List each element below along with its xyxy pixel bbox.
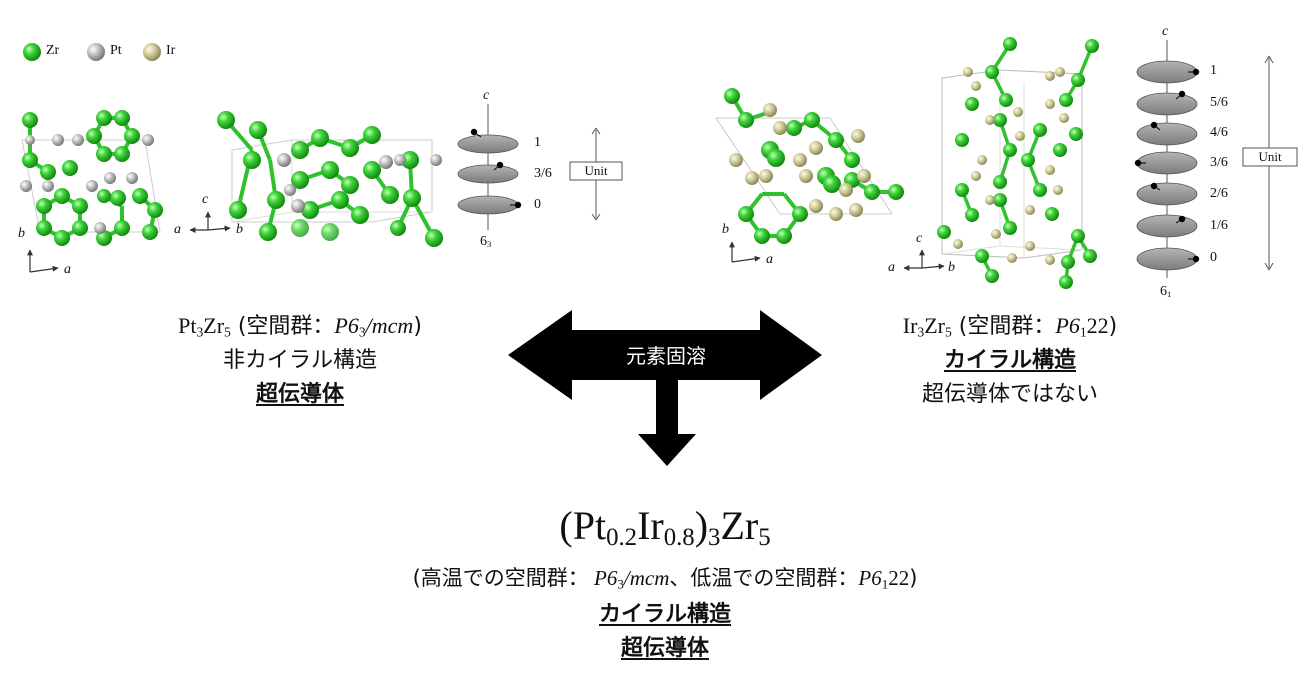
left-screw-level-0: 0 — [534, 197, 541, 212]
left-side-axis-a: a — [174, 222, 181, 237]
left-screw-axis-c: c — [483, 88, 490, 103]
right-side-axis-b: b — [948, 260, 955, 275]
right-screw-level-3-6: 3/6 — [1210, 155, 1228, 170]
right-caption-line2: カイラル構造 — [943, 348, 1076, 373]
legend-ir-label: Ir — [166, 43, 176, 58]
bottom-formula: (Pt0.2Ir0.8)3Zr5 — [559, 503, 771, 552]
ir3zr5-side-view — [903, 37, 1099, 289]
right-unit-label: Unit — [1258, 149, 1282, 164]
screw-axis-6-3 — [457, 104, 623, 230]
double-arrow — [508, 310, 822, 400]
left-screw-level-1: 1 — [534, 135, 541, 150]
bottom-space-group-note: (高温での空間群： P63/mcm、低温での空間群：P6122) — [412, 566, 918, 592]
legend-pt-ball — [87, 43, 105, 61]
left-side-axis-b: b — [236, 222, 243, 237]
arrow-label: 元素固溶 — [626, 344, 706, 368]
legend-balls — [23, 43, 161, 61]
screw-axis-6-1 — [1134, 40, 1298, 278]
left-caption-line1: Pt3Zr5 (空間群：P63/mcm) — [178, 313, 422, 340]
down-arrow — [638, 380, 696, 466]
legend-ir-ball — [143, 43, 161, 61]
pt3zr5-side-view — [189, 111, 443, 247]
bottom-caption-line3: 超伝導体 — [620, 636, 709, 661]
left-ab-axis-b: b — [18, 226, 25, 241]
right-screw-level-1: 1 — [1210, 63, 1217, 78]
legend-zr-ball — [23, 43, 41, 61]
solid-solution-arrows — [508, 310, 822, 466]
pt3zr5-ab-view — [20, 110, 163, 273]
right-caption-line1: Ir3Zr5 (空間群：P6122) — [902, 313, 1118, 340]
left-screw-symbol: 63 — [480, 234, 492, 250]
right-caption-line3: 超伝導体ではない — [921, 382, 1098, 407]
left-unit-label: Unit — [584, 163, 608, 178]
right-ab-axis-a: a — [766, 252, 773, 267]
left-caption-line3: 超伝導体 — [255, 382, 344, 407]
ir3zr5-ab-view — [715, 88, 904, 263]
right-screw-level-4-6: 4/6 — [1210, 125, 1228, 140]
right-screw-level-5-6: 5/6 — [1210, 95, 1228, 110]
left-side-axis-c: c — [202, 192, 209, 207]
right-ab-axis-b: b — [722, 222, 729, 237]
right-screw-level-0: 0 — [1210, 250, 1217, 265]
left-screw-level-3-6: 3/6 — [534, 166, 552, 181]
left-ab-axis-a: a — [64, 262, 71, 277]
right-screw-symbol: 61 — [1160, 284, 1172, 300]
legend-pt-label: Pt — [110, 43, 122, 58]
right-screw-level-1-6: 1/6 — [1210, 218, 1228, 233]
right-screw-level-2-6: 2/6 — [1210, 186, 1228, 201]
right-screw-axis-c: c — [1162, 24, 1169, 39]
left-caption-line2: 非カイラル構造 — [222, 348, 377, 373]
right-side-axis-c: c — [916, 231, 923, 246]
right-side-axis-a: a — [888, 260, 895, 275]
bottom-caption-line2: カイラル構造 — [598, 602, 731, 627]
legend-zr-label: Zr — [46, 43, 60, 58]
